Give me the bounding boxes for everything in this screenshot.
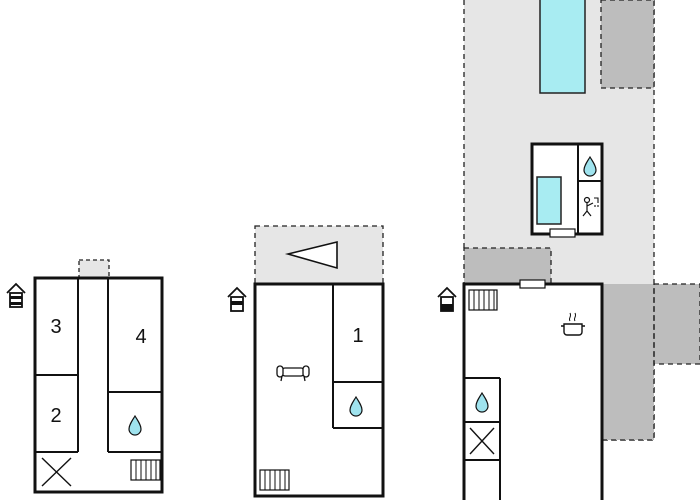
building-right	[462, 279, 604, 500]
room-label-2: 2	[50, 405, 61, 427]
terrace-entrance	[463, 247, 552, 285]
bathroom-annex	[530, 142, 604, 238]
building-left	[33, 276, 164, 494]
room-label-3: 3	[50, 316, 61, 338]
x-cross-icon	[41, 457, 72, 487]
terrace-top-right	[600, 0, 655, 89]
cooking-pot-icon	[561, 312, 585, 336]
chimney-left	[78, 259, 110, 279]
room-label-1: 1	[352, 325, 363, 347]
x-cross-icon	[469, 427, 495, 455]
shower-icon	[582, 196, 599, 217]
room-label-4: 4	[135, 326, 146, 348]
radiator-icon	[130, 459, 161, 481]
radiator-icon	[468, 289, 498, 311]
swimming-pool	[539, 0, 586, 94]
arrow-icon	[284, 240, 338, 270]
house-icon	[437, 287, 457, 312]
terrace-side	[602, 283, 700, 441]
building-middle	[253, 282, 385, 498]
house-icon	[227, 287, 247, 312]
house-icon	[6, 283, 26, 308]
sofa-icon	[276, 365, 310, 382]
radiator-icon	[259, 469, 290, 491]
